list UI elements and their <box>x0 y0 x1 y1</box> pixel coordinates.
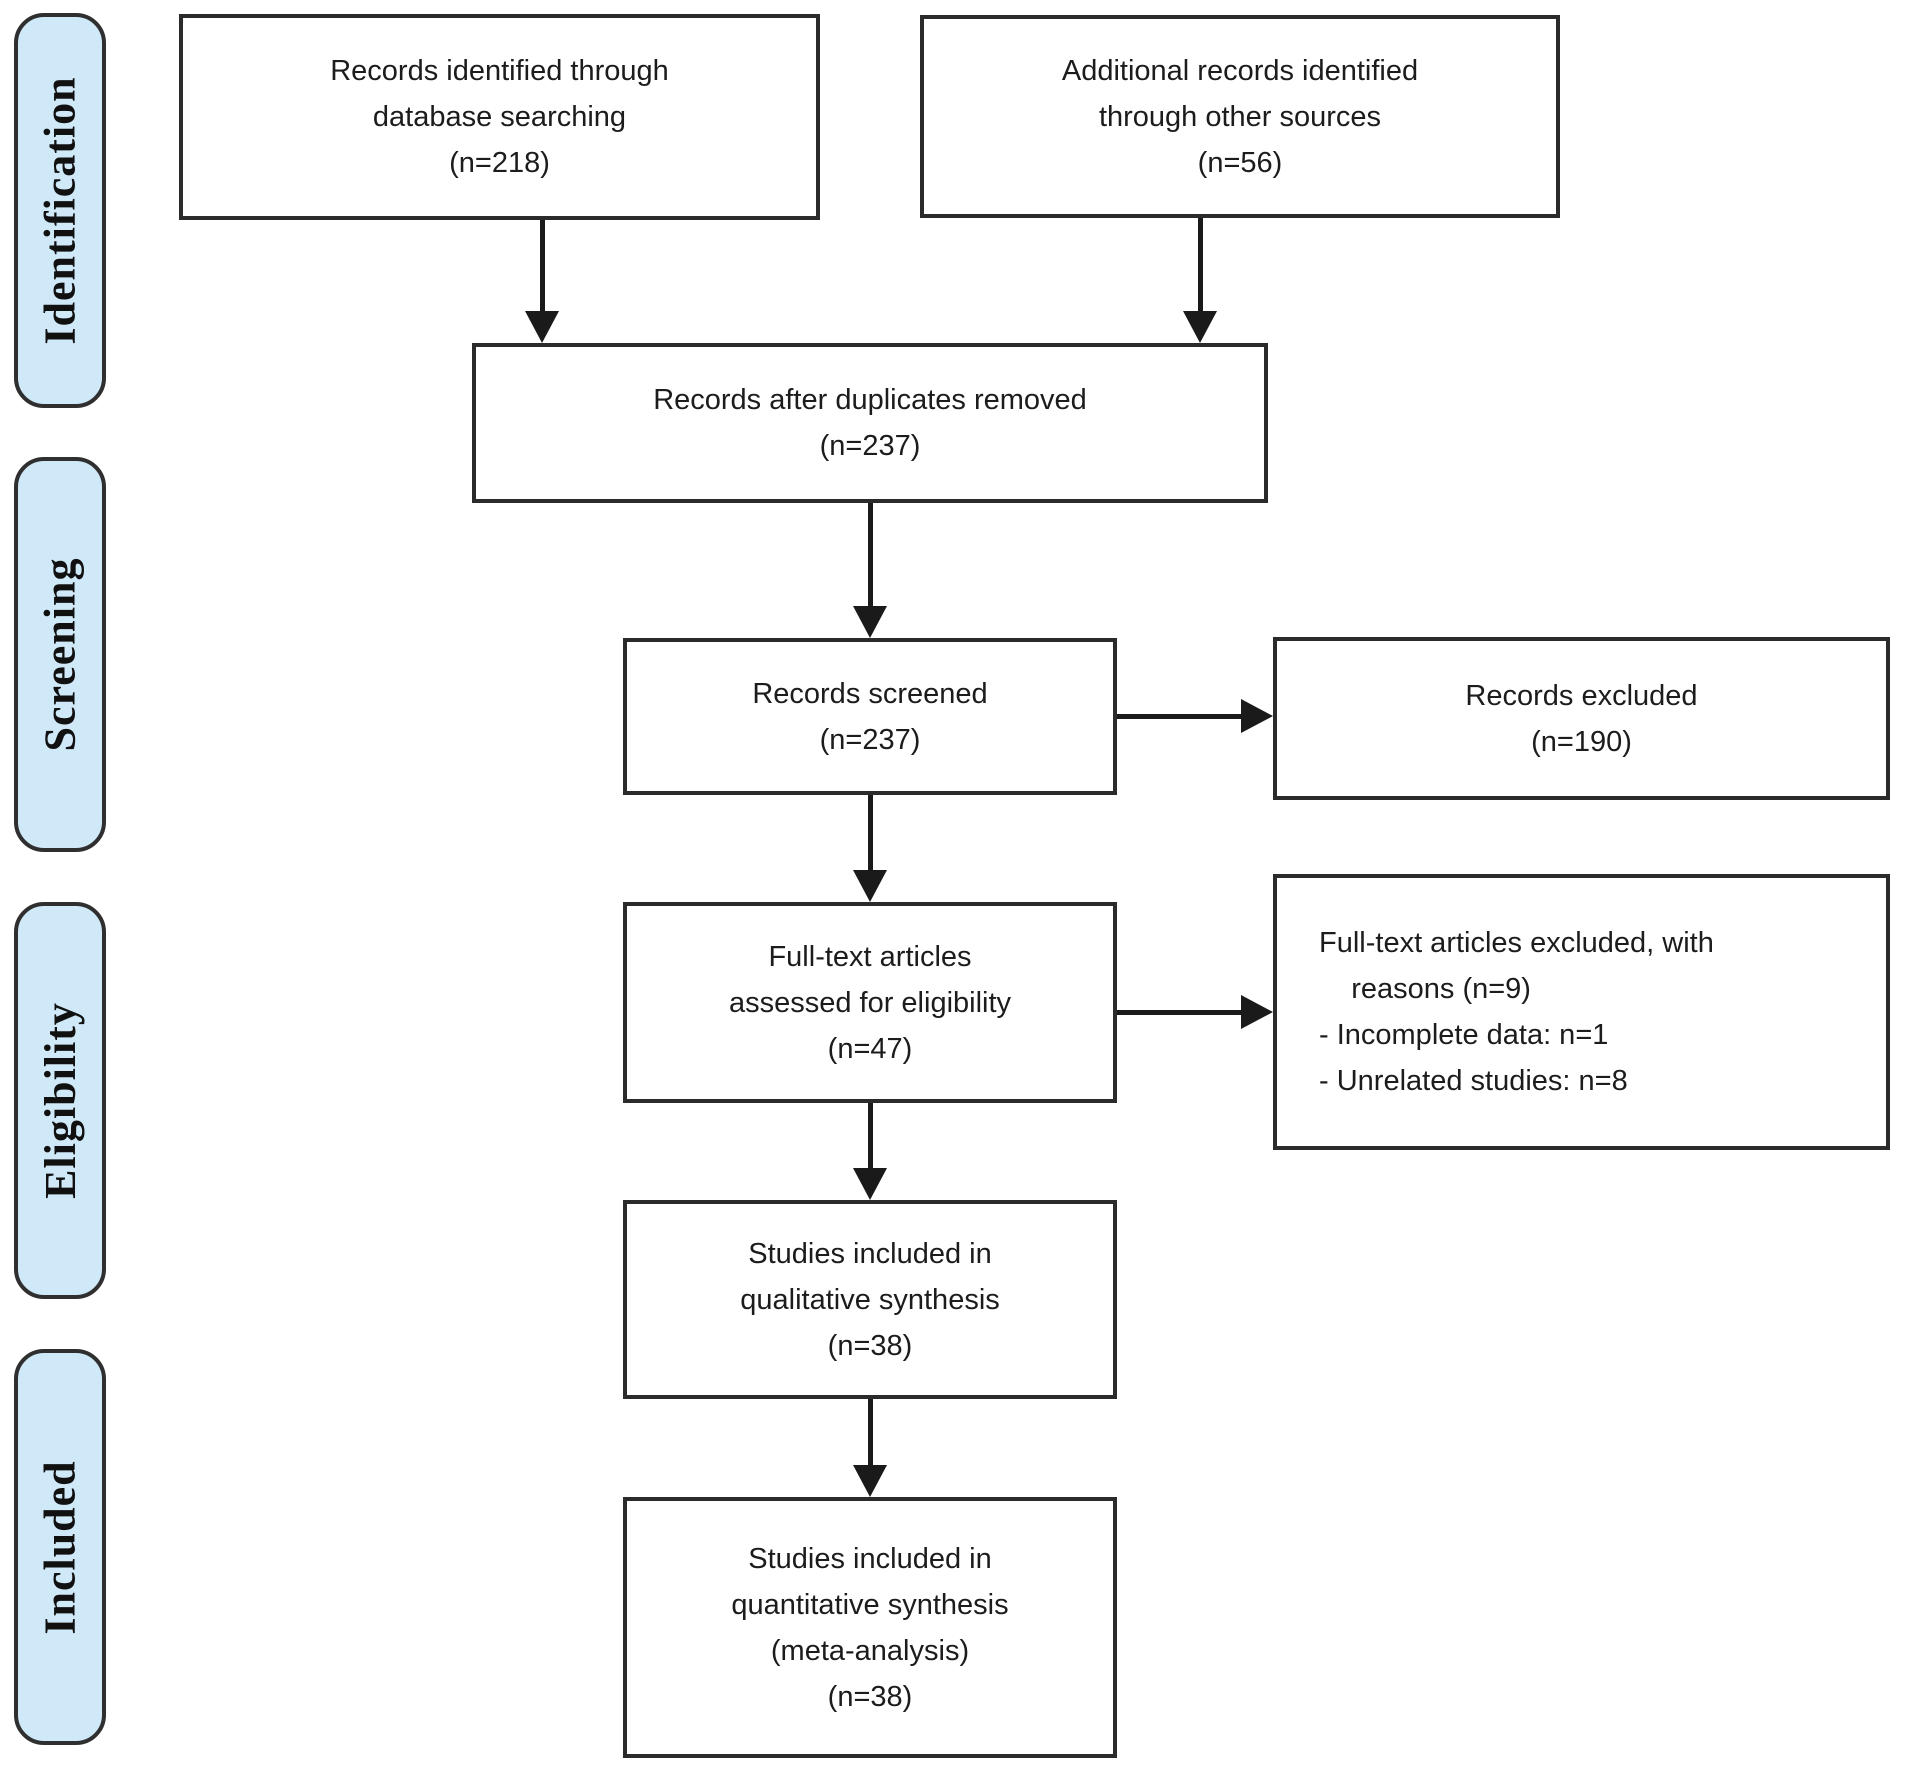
arrow-screened-to-fulltext-line <box>868 795 873 872</box>
stage-included: Included <box>14 1349 106 1745</box>
flow-box-records-identified: Records identified through database sear… <box>179 14 820 220</box>
arrow-screened-to-excluded-head <box>1241 699 1273 733</box>
flow-box-qualitative-synthesis: Studies included in qualitative synthesi… <box>623 1200 1117 1399</box>
stage-eligibility: Eligibility <box>14 902 106 1299</box>
fulltext-assessed-text: Full-text articles assessed for eligibil… <box>728 940 1012 1065</box>
records-excluded-text: Records excluded (n=190) <box>1465 679 1698 758</box>
quantitative-synthesis-text: Studies included in quantitative synthes… <box>731 1542 1009 1713</box>
arrow-fulltext-to-excluded-head <box>1241 995 1273 1029</box>
arrow-screened-to-excluded-line <box>1117 714 1243 719</box>
flow-box-duplicates-removed: Records after duplicates removed (n=237) <box>472 343 1268 503</box>
arrow-dedup-to-screened-head <box>853 606 887 638</box>
flow-box-fulltext-excluded: Full-text articles excluded, with reason… <box>1273 874 1890 1150</box>
stage-identification: Identification <box>14 13 106 408</box>
arrow-screened-to-fulltext-head <box>853 870 887 902</box>
stage-eligibility-label: Eligibility <box>35 1002 85 1199</box>
arrow-additional-to-dedup-head <box>1183 311 1217 343</box>
flow-box-quantitative-synthesis: Studies included in quantitative synthes… <box>623 1497 1117 1758</box>
arrow-fulltext-to-qualitative-line <box>868 1103 873 1170</box>
arrow-dedup-to-screened-line <box>868 503 873 608</box>
arrow-fulltext-to-excluded-line <box>1117 1010 1243 1015</box>
stage-included-label: Included <box>35 1459 85 1635</box>
arrow-qualitative-to-quantitative-line <box>868 1399 873 1467</box>
flow-box-records-screened: Records screened (n=237) <box>623 638 1117 795</box>
arrow-qualitative-to-quantitative-head <box>853 1465 887 1497</box>
additional-records-text: Additional records identified through ot… <box>1061 54 1419 179</box>
flow-box-records-excluded: Records excluded (n=190) <box>1273 637 1890 800</box>
arrow-identified-to-dedup-line <box>540 220 545 313</box>
duplicates-removed-text: Records after duplicates removed (n=237) <box>653 384 1087 462</box>
flow-box-additional-records: Additional records identified through ot… <box>920 15 1560 218</box>
arrow-identified-to-dedup-head <box>525 311 559 343</box>
arrow-additional-to-dedup-line <box>1198 218 1203 313</box>
qualitative-synthesis-text: Studies included in qualitative synthesi… <box>740 1237 1000 1362</box>
stage-screening: Screening <box>14 457 106 852</box>
records-screened-text: Records screened (n=237) <box>752 677 988 756</box>
fulltext-excluded-text: Full-text articles excluded, with reason… <box>1319 927 1714 1097</box>
arrow-fulltext-to-qualitative-head <box>853 1168 887 1200</box>
records-identified-text: Records identified through database sear… <box>330 55 669 179</box>
stage-identification-label: Identification <box>35 76 85 345</box>
stage-screening-label: Screening <box>35 557 85 752</box>
flow-box-fulltext-assessed: Full-text articles assessed for eligibil… <box>623 902 1117 1103</box>
